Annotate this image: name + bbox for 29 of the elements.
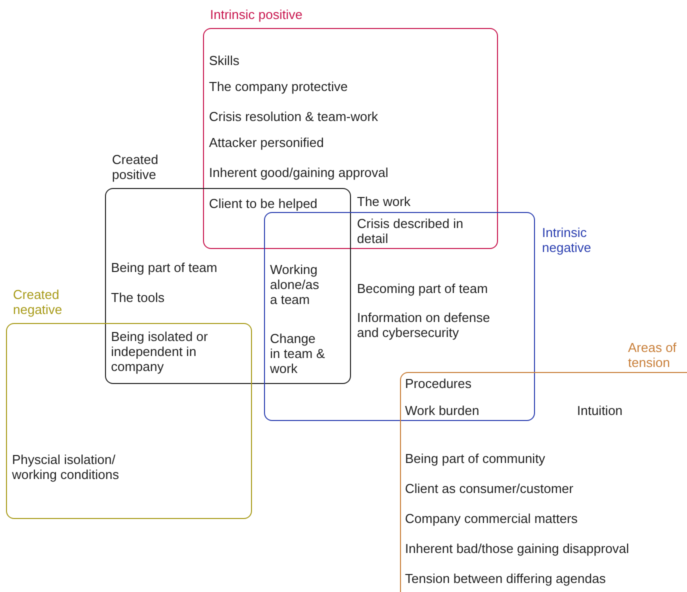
item-text: The tools bbox=[111, 290, 166, 305]
category-heading: Intrinsic negative bbox=[542, 225, 592, 255]
item-text: Change in team & work bbox=[270, 331, 326, 376]
item-text: Being part of community bbox=[405, 451, 546, 466]
item-text: Physcial isolation/ working conditions bbox=[12, 452, 120, 482]
item-text: Intuition bbox=[577, 403, 624, 418]
item-text: Information on defense and cybersecurity bbox=[357, 310, 491, 340]
item-text: The work bbox=[357, 194, 412, 209]
category-heading: Created positive bbox=[112, 152, 160, 182]
item-text: Crisis described in detail bbox=[357, 216, 464, 246]
item-text: Company commercial matters bbox=[405, 511, 579, 526]
item-text: Client as consumer/customer bbox=[405, 481, 574, 496]
item-text: Client to be helped bbox=[209, 196, 318, 211]
item-text: The company protective bbox=[209, 79, 349, 94]
item-text: Being isolated or independent in company bbox=[111, 329, 209, 374]
category-heading: Created negative bbox=[13, 287, 64, 317]
item-text: Inherent good/gaining approval bbox=[209, 165, 390, 180]
item-text: Tension between differing agendas bbox=[405, 571, 607, 586]
item-text: Work burden bbox=[405, 403, 480, 418]
item-text: Attacker personified bbox=[209, 135, 325, 150]
item-text: Inherent bad/those gaining disapproval bbox=[405, 541, 630, 556]
item-text: Being part of team bbox=[111, 260, 218, 275]
item-text: Skills bbox=[209, 53, 240, 68]
item-text: Procedures bbox=[405, 376, 472, 391]
item-text: Becoming part of team bbox=[357, 281, 489, 296]
category-heading: Areas of tension bbox=[628, 340, 678, 370]
category-heading: Intrinsic positive bbox=[210, 7, 304, 22]
item-text: Crisis resolution & team-work bbox=[209, 109, 380, 124]
item-text: Working alone/as a team bbox=[270, 262, 320, 307]
